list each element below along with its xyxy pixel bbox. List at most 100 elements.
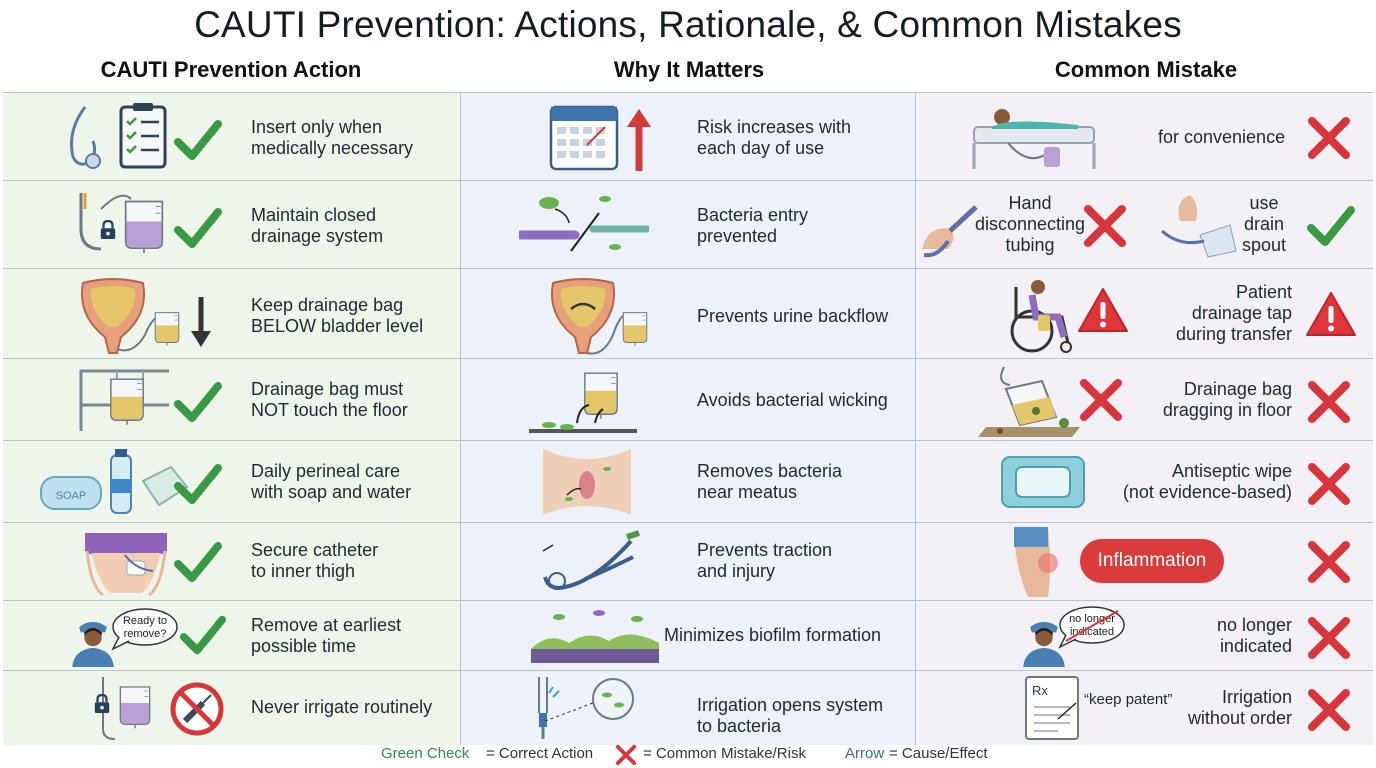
wicking-icon: [529, 365, 637, 433]
bladder-icon: [73, 275, 211, 355]
mistake-text: use drain spout: [1242, 193, 1287, 255]
no-syringe-icon: [170, 682, 224, 736]
drainage-bag-icon: [89, 677, 159, 740]
table-row: Inflammation: [916, 523, 1373, 601]
soap-icon: SOAP: [40, 449, 189, 514]
table-row: SOAP Daily perineal care with soap and w…: [3, 441, 460, 523]
cross-icon: [1076, 375, 1126, 425]
bladder-icon: [543, 275, 653, 355]
cross-icon: [1304, 685, 1354, 735]
table-row: no longer indicated no longer indicated: [916, 601, 1373, 671]
action-text: Keep drainage bag BELOW bladder level: [251, 295, 424, 336]
check-icon: [173, 115, 223, 165]
mistake-column: for convenience Hand disconnecting tubin…: [916, 93, 1373, 745]
inflammation-label: Inflammation: [1097, 550, 1207, 571]
action-text: Secure catheter to inner thigh: [251, 540, 379, 581]
page-title: CAUTI Prevention: Actions, Rationale, & …: [194, 4, 1182, 45]
table-row: Rx “keep patent” Irrigation without orde…: [916, 671, 1373, 745]
column-header-why: Why It Matters: [613, 57, 765, 82]
action-text: Daily perineal care with soap and water: [251, 461, 412, 502]
catheter-clipboard-illustration: [63, 101, 173, 171]
table-row: Prevents urine backflow: [461, 269, 915, 359]
ready-to-remove-bubble: Ready to remove?: [109, 607, 179, 651]
action-column: Insert only when medically necessary Mai…: [3, 93, 461, 745]
inflammation-badge: Inflammation: [1080, 539, 1224, 583]
table-row: Drainage bag must NOT touch the floor: [3, 359, 460, 441]
column-header-action: CAUTI Prevention Action: [100, 57, 362, 82]
keep-patent-label: “keep patent”: [1084, 691, 1173, 708]
check-icon: [1306, 201, 1356, 251]
wheelchair-icon: [1010, 280, 1072, 353]
action-text: Maintain closed drainage system: [251, 205, 384, 246]
irrigation-icon: [538, 677, 634, 739]
table-row: Keep drainage bag BELOW bladder level: [3, 269, 460, 359]
catheter-icon: [542, 530, 640, 590]
perineal-care-illustration: SOAP: [39, 447, 189, 519]
action-text: Insert only when medically necessary: [251, 117, 414, 158]
cross-icon: [1304, 377, 1354, 427]
table-row: for convenience: [916, 93, 1373, 181]
crossed-bubble: no longer indicated: [1056, 605, 1126, 649]
why-column: Risk increases with each day of use Bact…: [461, 93, 916, 745]
wipe-pack-icon: [1001, 456, 1085, 508]
check-icon: [173, 459, 223, 509]
biofilm-icon: [531, 610, 659, 663]
why-text: Risk increases with each day of use: [697, 117, 852, 158]
mistake-text: for convenience: [1158, 127, 1286, 147]
catheter-icon: [70, 103, 167, 169]
table-row: Bacteria entry prevented: [461, 181, 915, 269]
mistake-text: Patient drainage tap during transfer: [1175, 282, 1292, 344]
mistake-text: no longer indicated: [1216, 615, 1292, 656]
check-icon: [179, 611, 227, 659]
bubble-line-1: Ready to: [123, 615, 167, 627]
legend: Green Check = Correct Action = Common Mi…: [0, 745, 1376, 765]
bed-icon: [79, 369, 169, 431]
mistake-text: Drainage bag dragging in floor: [1162, 379, 1292, 420]
cross-icon: [1304, 613, 1354, 663]
check-icon: [173, 537, 223, 587]
cross-icon: [1080, 201, 1130, 251]
mistake-text: Antiseptic wipe (not evidence-based): [1122, 461, 1292, 502]
table-row: Insert only when medically necessary: [3, 93, 460, 181]
action-text: Remove at earliest possible time: [251, 615, 402, 656]
legend-green-check: Green Check: [381, 745, 470, 762]
bed-rail-bag-illustration: [77, 365, 173, 435]
why-text: Bacteria entry prevented: [697, 205, 809, 246]
rx-symbol: Rx: [1032, 683, 1048, 698]
bubble-line-2: remove?: [124, 628, 167, 640]
bacteria-blocked-icon: [519, 196, 649, 252]
table-row: Hand disconnecting tubing use drain spou…: [916, 181, 1373, 269]
why-text: Avoids bacterial wicking: [697, 390, 888, 410]
cross-icon: [1304, 459, 1354, 509]
why-text: Removes bacteria near meatus: [697, 461, 843, 502]
hand-tubing-icon: [922, 205, 978, 258]
warning-icon: [1304, 289, 1358, 339]
bubble-line-1: no longer: [1069, 613, 1115, 625]
bed-icon: [972, 109, 1096, 169]
perineum-icon: [543, 449, 631, 515]
table-row: Secure catheter to inner thigh: [3, 523, 460, 601]
bubble-line-2: indicated: [1070, 626, 1114, 638]
table-row: Never irrigate routinely: [3, 671, 460, 745]
action-text: Never irrigate routinely: [251, 697, 433, 717]
drain-spout-icon: [1161, 195, 1237, 258]
legend-arrow-desc: = Cause/Effect: [889, 745, 988, 762]
thigh-securement-illustration: [81, 527, 171, 597]
bladder-bag-illustration: [73, 275, 223, 355]
mistake-text: Irrigation without order: [1187, 687, 1292, 728]
table-row: Minimizes biofilm formation: [461, 601, 915, 671]
cross-icon: [1304, 537, 1354, 587]
cross-icon: [1304, 113, 1354, 163]
dragging-bag-icon: [978, 366, 1080, 437]
prescription-icon: Rx: [1025, 676, 1079, 740]
why-text: Minimizes biofilm formation: [664, 625, 882, 645]
action-text: Drainage bag must NOT touch the floor: [251, 379, 408, 420]
soap-label: SOAP: [56, 490, 87, 502]
table-row: Prevents traction and injury: [461, 523, 915, 601]
why-text: Irrigation opens system to bacteria: [697, 695, 884, 736]
table-row: Irrigation opens system to bacteria: [461, 671, 915, 745]
drainage-bag-icon: [79, 193, 171, 261]
irrigation-bag-illustration: [89, 673, 159, 743]
cross-icon: [614, 743, 638, 767]
speech-bubble-icon: Ready to remove?: [111, 608, 178, 651]
